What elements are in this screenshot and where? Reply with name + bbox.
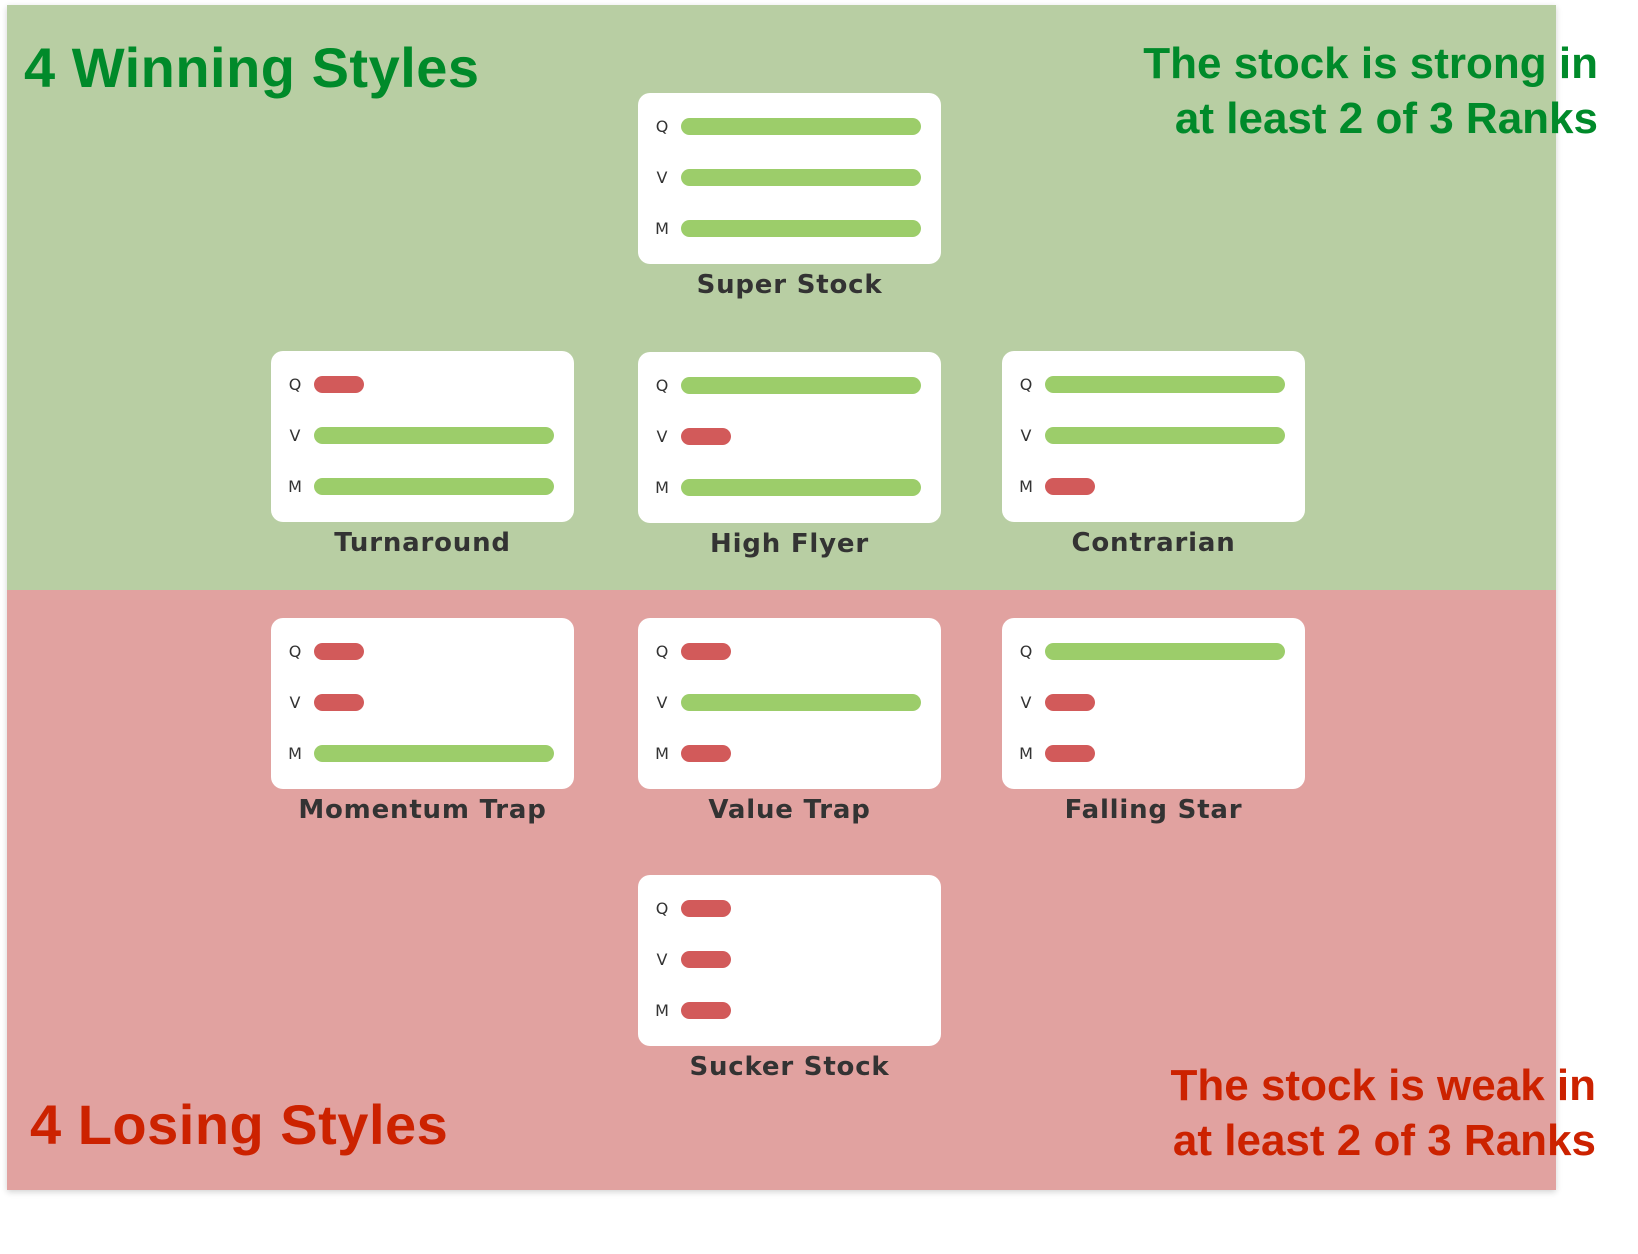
- style-name: Momentum Trap: [298, 795, 547, 825]
- rank-row-v: V: [638, 694, 941, 712]
- style-card-super-stock: Q V M: [638, 93, 941, 264]
- style-name: Value Trap: [708, 795, 871, 825]
- rank-bar-weak: [314, 694, 364, 711]
- rank-label: V: [1020, 693, 1032, 712]
- rank-row-q: Q: [271, 643, 574, 661]
- rank-bar-weak: [1045, 478, 1095, 495]
- rank-bar-strong: [681, 694, 921, 711]
- rank-row-m: M: [638, 220, 941, 238]
- style-card-value-trap: Q V M: [638, 618, 941, 789]
- rank-bar-strong: [1045, 427, 1285, 444]
- rank-bar-strong: [681, 377, 921, 394]
- rank-label: M: [288, 477, 302, 496]
- rank-label: Q: [288, 642, 302, 661]
- rank-label: V: [656, 427, 668, 446]
- rank-label: Q: [1019, 375, 1033, 394]
- rank-label: Q: [655, 642, 669, 661]
- rank-row-q: Q: [638, 118, 941, 136]
- rank-row-q: Q: [638, 643, 941, 661]
- rank-label: Q: [655, 899, 669, 918]
- rank-row-v: V: [271, 694, 574, 712]
- rank-label: V: [656, 168, 668, 187]
- winning-note: The stock is strong in at least 2 of 3 R…: [1143, 36, 1598, 146]
- rank-row-m: M: [271, 478, 574, 496]
- losing-title: 4 Losing Styles: [30, 1093, 449, 1156]
- rank-row-m: M: [1002, 745, 1305, 763]
- rank-row-m: M: [638, 479, 941, 497]
- rank-label: M: [655, 478, 669, 497]
- rank-bar-strong: [314, 427, 554, 444]
- style-card-high-flyer: Q V M: [638, 352, 941, 523]
- rank-bar-weak: [314, 376, 364, 393]
- style-card-contrarian: Q V M: [1002, 351, 1305, 522]
- rank-bar-weak: [1045, 694, 1095, 711]
- rank-bar-weak: [681, 900, 731, 917]
- rank-label: M: [288, 744, 302, 763]
- style-name: High Flyer: [710, 529, 869, 559]
- style-card-momentum-trap: Q V M: [271, 618, 574, 789]
- style-name: Sucker Stock: [689, 1052, 890, 1082]
- style-name: Contrarian: [1071, 528, 1236, 558]
- rank-bar-weak: [681, 745, 731, 762]
- winning-note-line2: at least 2 of 3 Ranks: [1174, 94, 1598, 143]
- losing-note: The stock is weak in at least 2 of 3 Ran…: [1171, 1058, 1597, 1168]
- rank-bar-weak: [1045, 745, 1095, 762]
- rank-label: Q: [1019, 642, 1033, 661]
- rank-row-q: Q: [638, 900, 941, 918]
- rank-row-q: Q: [271, 376, 574, 394]
- style-card-falling-star: Q V M: [1002, 618, 1305, 789]
- rank-label: M: [655, 219, 669, 238]
- rank-label: V: [656, 950, 668, 969]
- style-name: Falling Star: [1064, 795, 1243, 825]
- rank-bar-weak: [681, 1002, 731, 1019]
- rank-label: Q: [288, 375, 302, 394]
- rank-label: M: [1019, 744, 1033, 763]
- style-card-sucker-stock: Q V M: [638, 875, 941, 1046]
- rank-bar-weak: [314, 643, 364, 660]
- winning-title: 4 Winning Styles: [24, 36, 480, 99]
- rank-row-q: Q: [1002, 643, 1305, 661]
- style-name: Turnaround: [334, 528, 511, 558]
- rank-label: M: [655, 744, 669, 763]
- rank-label: M: [1019, 477, 1033, 496]
- rank-label: M: [655, 1001, 669, 1020]
- winning-note-line1: The stock is strong in: [1143, 39, 1598, 88]
- style-card-turnaround: Q V M: [271, 351, 574, 522]
- rank-label: V: [656, 693, 668, 712]
- rank-row-v: V: [638, 169, 941, 187]
- losing-note-line1: The stock is weak in: [1170, 1061, 1597, 1110]
- rank-label: Q: [655, 376, 669, 395]
- rank-bar-strong: [681, 479, 921, 496]
- rank-bar-weak: [681, 951, 731, 968]
- rank-label: V: [1020, 426, 1032, 445]
- rank-label: V: [289, 693, 301, 712]
- rank-row-m: M: [638, 1002, 941, 1020]
- losing-note-line2: at least 2 of 3 Ranks: [1172, 1116, 1596, 1165]
- rank-bar-strong: [1045, 376, 1285, 393]
- rank-label: V: [289, 426, 301, 445]
- rank-label: Q: [655, 117, 669, 136]
- rank-bar-strong: [314, 745, 554, 762]
- rank-bar-strong: [681, 220, 921, 237]
- rank-row-v: V: [638, 951, 941, 969]
- style-name: Super Stock: [696, 270, 883, 300]
- rank-row-v: V: [1002, 694, 1305, 712]
- rank-row-m: M: [271, 745, 574, 763]
- rank-row-m: M: [638, 745, 941, 763]
- rank-row-q: Q: [638, 377, 941, 395]
- rank-bar-weak: [681, 643, 731, 660]
- rank-row-v: V: [1002, 427, 1305, 445]
- rank-bar-strong: [1045, 643, 1285, 660]
- rank-row-m: M: [1002, 478, 1305, 496]
- rank-row-q: Q: [1002, 376, 1305, 394]
- rank-bar-strong: [681, 118, 921, 135]
- rank-bar-strong: [681, 169, 921, 186]
- rank-bar-weak: [681, 428, 731, 445]
- rank-row-v: V: [271, 427, 574, 445]
- rank-row-v: V: [638, 428, 941, 446]
- rank-bar-strong: [314, 478, 554, 495]
